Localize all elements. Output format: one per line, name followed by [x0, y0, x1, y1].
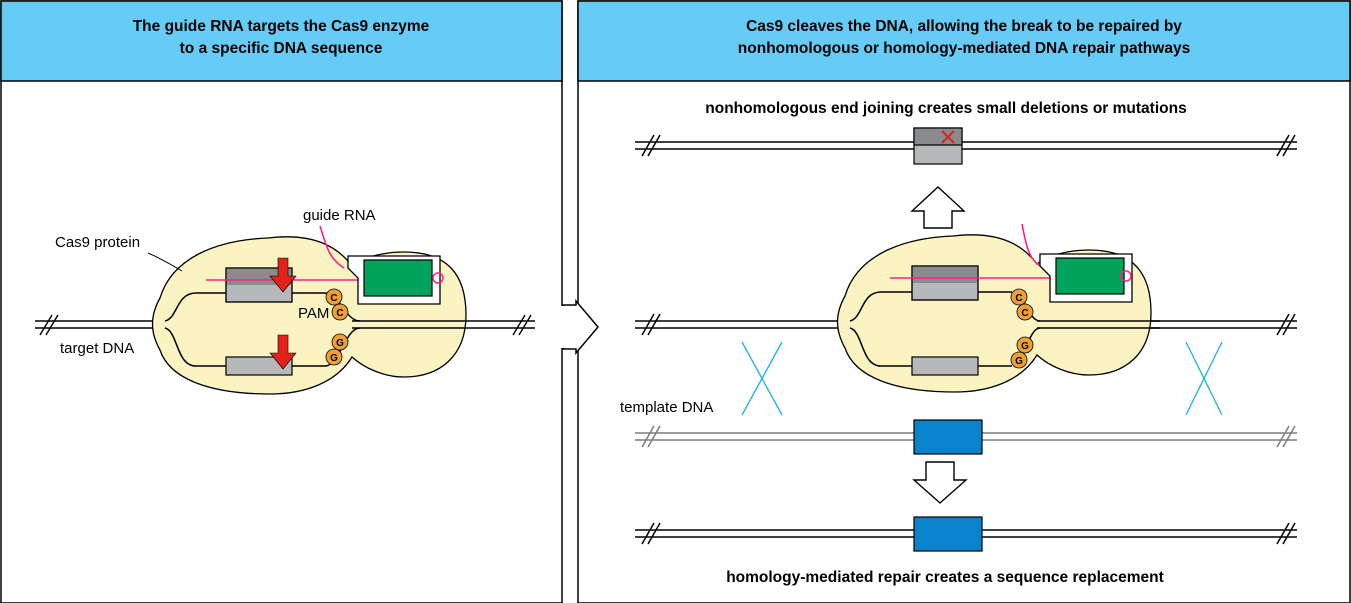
hdr-dna: [635, 516, 1297, 552]
pam-nucleotides: C C G G: [325, 288, 349, 366]
right-base-g2: G: [1015, 356, 1023, 367]
right-base-c1: C: [1015, 293, 1022, 304]
mutation-x-icon: [941, 130, 955, 144]
right-target-top: [911, 265, 979, 301]
right-header-line1: Cas9 cleaves the DNA, allowing the break…: [746, 18, 1182, 35]
right-base-g1: G: [1021, 341, 1029, 352]
cleavage-arrow-top: [269, 257, 297, 293]
right-dna-inner: [1037, 320, 1160, 329]
pam-label: PAM: [298, 305, 329, 322]
right-guide-rna-scaffold: [1039, 253, 1133, 303]
base-g1: G: [336, 338, 344, 349]
target-dna-label: target DNA: [60, 340, 134, 357]
target-dna-right: [352, 320, 535, 329]
nhej-caption: nonhomologous end joining creates small …: [705, 100, 1186, 117]
left-header-line2: to a specific DNA sequence: [180, 40, 383, 57]
up-arrow-icon: [910, 186, 966, 229]
base-c2: C: [336, 308, 343, 319]
dna-break-mark-left: [39, 314, 59, 336]
base-g2: G: [330, 353, 338, 364]
right-header-line2: nonhomologous or homology-mediated DNA r…: [738, 40, 1190, 57]
left-panel: The guide RNA targets the Cas9 enzyme to…: [0, 0, 563, 603]
template-dna: [635, 419, 1297, 455]
right-cas9-complex: C C G G: [635, 223, 1297, 393]
cas9-label-leader: [147, 252, 183, 272]
dna-break-mark-right: [512, 314, 532, 336]
left-header: [0, 0, 563, 82]
base-c1: C: [330, 293, 337, 304]
target-sequence-bottom: [225, 356, 293, 376]
hdr-caption: homology-mediated repair creates a seque…: [726, 569, 1164, 586]
cleavage-arrow-bottom: [269, 334, 297, 370]
down-arrow-icon: [912, 461, 968, 504]
crossover-right: [1185, 341, 1223, 416]
left-header-line1: The guide RNA targets the Cas9 enzyme: [133, 18, 430, 35]
guide-rna-scaffold: [347, 255, 444, 305]
nhej-dna: [635, 127, 1297, 165]
cas9-protein-label: Cas9 protein: [55, 234, 140, 251]
right-header: [577, 0, 1351, 82]
panel-transition-arrow: [562, 298, 599, 356]
right-pam-nucleotides: C C G G: [1010, 288, 1034, 369]
right-base-c2: C: [1021, 308, 1028, 319]
template-dna-label: template DNA: [620, 399, 713, 416]
target-dna-left: [35, 320, 170, 329]
crossover-left: [741, 341, 783, 416]
guide-rna-label: guide RNA: [303, 207, 376, 224]
left-cas9-complex: C C G G guide RNA Cas9 protein PAM targe…: [35, 207, 535, 395]
right-target-bottom: [911, 356, 979, 376]
